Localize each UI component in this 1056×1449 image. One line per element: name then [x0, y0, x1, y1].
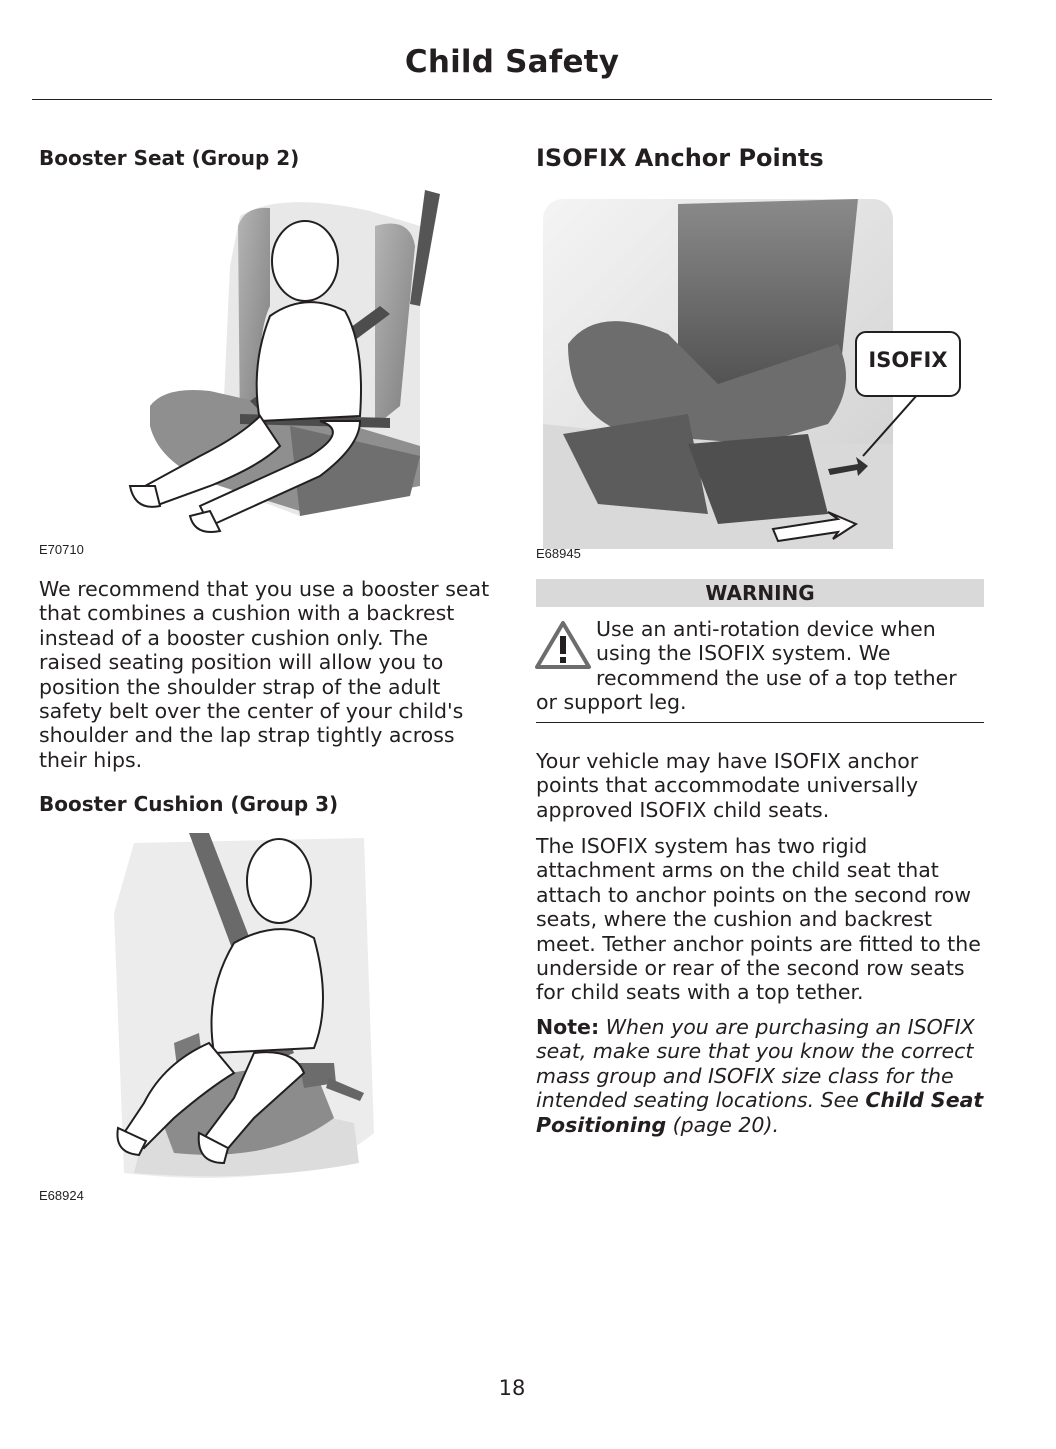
isofix-note: Note: When you are purchasing an ISOFIX …	[536, 1015, 986, 1137]
warning-divider	[536, 722, 984, 723]
warning-text: Use an anti-rotation device when using t…	[536, 617, 957, 715]
figure-code-isofix: E68945	[536, 546, 581, 561]
isofix-callout-label: ISOFIX	[868, 348, 948, 372]
page-title: Child Safety	[404, 44, 620, 80]
isofix-paragraph-1: Your vehicle may have ISOFIX anchor poin…	[536, 749, 919, 822]
isofix-paragraph-2: The ISOFIX system has two rigid attachme…	[536, 834, 981, 1005]
note-text: When you are purchasing an ISOFIX seat, …	[536, 1015, 975, 1113]
booster-seat-illustration	[128, 190, 440, 533]
page-number: 18	[498, 1376, 526, 1400]
booster-seat-heading: Booster Seat (Group 2)	[39, 146, 300, 170]
booster-seat-paragraph: We recommend that you use a booster seat…	[39, 577, 490, 772]
booster-cushion-heading: Booster Cushion (Group 3)	[39, 792, 339, 816]
booster-cushion-illustration	[114, 833, 374, 1178]
isofix-heading: ISOFIX Anchor Points	[536, 144, 824, 172]
warning-triangle-icon	[535, 621, 591, 669]
warning-header: WARNING	[536, 579, 984, 607]
note-label: Note:	[536, 1015, 600, 1039]
warning-body: Use an anti-rotation device when using t…	[535, 617, 984, 715]
figure-code-booster-seat: E70710	[39, 542, 84, 557]
note-page-reference: (page 20).	[672, 1112, 779, 1137]
note-reference-link[interactable]: Child Seat Positioning	[536, 1088, 984, 1137]
title-divider	[32, 99, 992, 100]
isofix-illustration	[543, 199, 961, 549]
figure-code-booster-cushion: E68924	[39, 1188, 84, 1203]
